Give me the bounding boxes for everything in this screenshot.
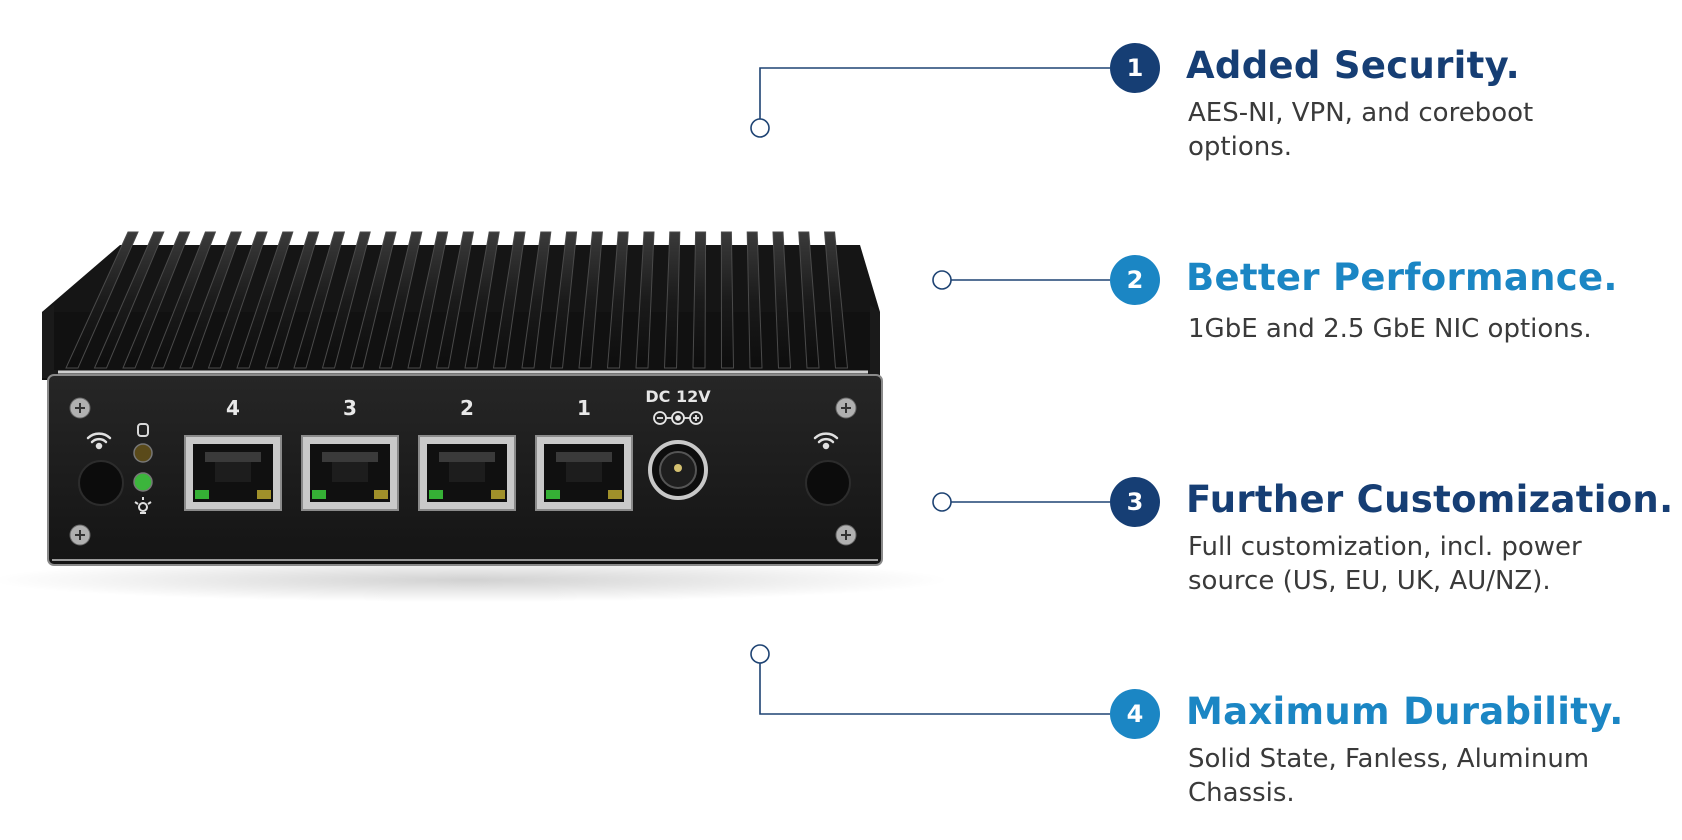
heatsink-fin — [407, 231, 449, 369]
feature-description: Full customization, incl. power source (… — [1188, 532, 1582, 596]
heatsink-fin — [464, 231, 500, 369]
heatsink-fin — [549, 231, 578, 369]
feature-description: Solid State, Fanless, Aluminum Chassis. — [1188, 744, 1590, 808]
number-badge: 1 — [1110, 43, 1160, 93]
ethernet-port — [301, 435, 399, 511]
heatsink-fin — [93, 231, 165, 369]
heatsink-fin — [606, 231, 629, 369]
power-label: DC 12V — [645, 387, 711, 406]
ethernet-port — [535, 435, 633, 511]
ethernet-port — [184, 435, 282, 511]
feature-title: Added Security. — [1186, 44, 1520, 87]
heatsink-fin — [293, 231, 346, 369]
antenna-hole-left — [78, 460, 124, 506]
ethernet-port — [418, 435, 516, 511]
ethernet-ports: 4 3 2 1 — [184, 396, 633, 511]
feature-description: AES-NI, VPN, and coreboot options. — [1188, 98, 1534, 162]
port-label: 3 — [343, 396, 357, 420]
heatsink-fin — [179, 231, 242, 369]
device-shadow — [0, 558, 950, 602]
heatsink-fin — [150, 231, 217, 369]
port-label: 4 — [226, 396, 240, 420]
heatsink-fin — [772, 231, 792, 369]
screws — [69, 397, 857, 546]
dc-power-jack: DC 12V — [645, 387, 711, 500]
heatsink-fin — [264, 231, 320, 369]
heatsink-fin — [236, 231, 294, 369]
heatsink-fin — [635, 231, 655, 369]
heatsink-fin — [122, 231, 191, 369]
wifi-icon — [86, 432, 839, 450]
heatsink-fin — [65, 231, 139, 369]
heatsink-fin — [378, 231, 423, 369]
heatsink-fin — [720, 231, 735, 369]
feature-title: Maximum Durability. — [1186, 690, 1624, 733]
feature-title: Better Performance. — [1186, 256, 1618, 299]
number-badge: 2 — [1110, 255, 1160, 305]
heatsink — [42, 231, 880, 380]
heatsink-fin — [663, 231, 681, 369]
heatsink-fin — [798, 231, 820, 369]
port-label: 2 — [460, 396, 474, 420]
heatsink-fin — [521, 231, 552, 369]
feature-description: 1GbE and 2.5 GbE NIC options. — [1188, 314, 1592, 344]
port-label: 1 — [577, 396, 591, 420]
status-leds — [133, 423, 153, 514]
heatsink-fin — [746, 231, 763, 369]
antenna-hole-right — [805, 460, 851, 506]
heatsink-fin — [492, 231, 526, 369]
heatsink-fin — [207, 231, 268, 369]
connector-lines — [750, 67, 1110, 715]
heatsink-fin — [824, 231, 849, 369]
heatsink-fin — [435, 231, 474, 369]
heatsink-fin — [578, 231, 603, 369]
feature-title: Further Customization. — [1186, 478, 1674, 521]
heatsink-fin — [321, 231, 371, 369]
heatsink-fin — [350, 231, 397, 369]
heatsink-fin — [692, 231, 707, 369]
number-badge: 4 — [1110, 689, 1160, 739]
number-badge: 3 — [1110, 477, 1160, 527]
